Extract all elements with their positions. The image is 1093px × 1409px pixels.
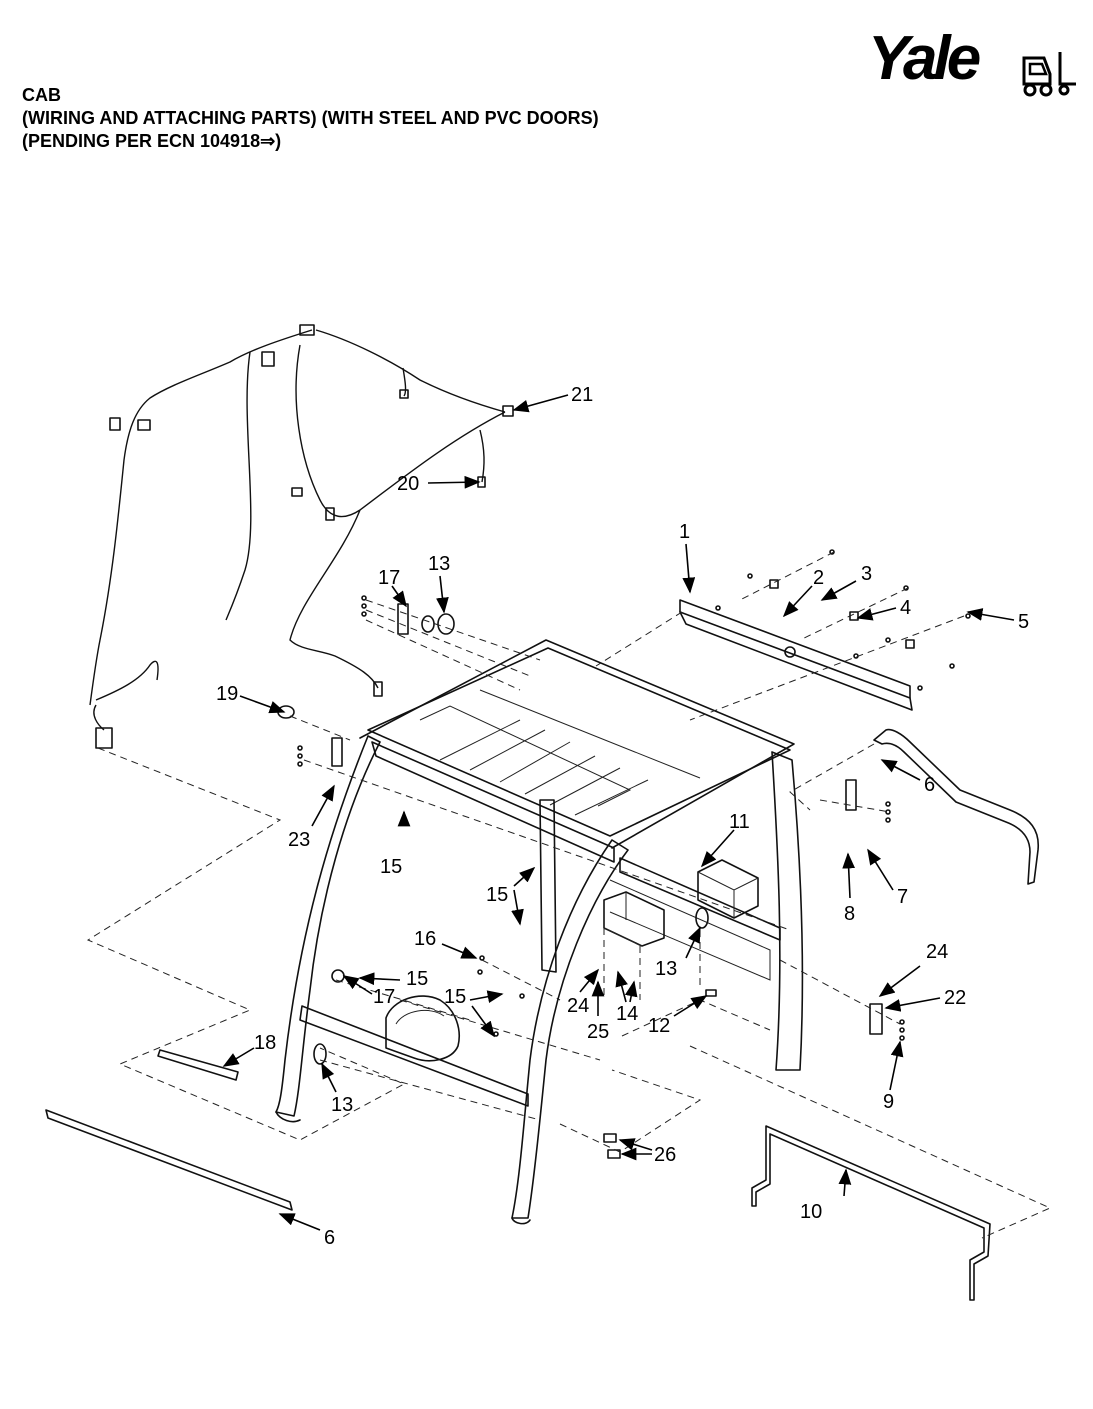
logo-text: Yale [868, 24, 981, 93]
harness-connector [399, 389, 409, 399]
callout-23: 23 [288, 829, 310, 851]
cab-frame [275, 639, 804, 1225]
harness-connector [299, 324, 315, 336]
wiring-harness [89, 324, 514, 749]
callout-13-middle: 13 [655, 958, 677, 980]
callout-4: 4 [900, 597, 911, 619]
callout-24-right: 24 [926, 941, 948, 963]
callout-26: 26 [654, 1144, 676, 1166]
callout-22: 22 [944, 987, 966, 1009]
callout-20: 20 [397, 473, 419, 495]
title-line-1: CAB [22, 85, 61, 105]
diagram-title: CAB (WIRING AND ATTACHING PARTS) (WITH S… [22, 84, 599, 153]
title-line-2: (WIRING AND ATTACHING PARTS) (WITH STEEL… [22, 108, 599, 128]
callout-14: 14 [616, 1003, 638, 1025]
callout-17-lower: 17 [373, 986, 395, 1008]
callout-24-left: 24 [567, 995, 589, 1017]
hinge-17-upper [397, 603, 455, 635]
title-line-3: (PENDING PER ECN 104918⇒) [22, 131, 282, 151]
callout-15-a: 15 [380, 856, 402, 878]
callout-11: 11 [729, 811, 750, 833]
support-rod-10 [751, 1125, 991, 1301]
callout-6-upper: 6 [924, 774, 935, 796]
callout-13-lower: 13 [331, 1094, 353, 1116]
pins-26 [603, 1133, 621, 1159]
callout-9: 9 [883, 1091, 894, 1113]
callout-19: 19 [216, 683, 238, 705]
callout-25: 25 [587, 1021, 609, 1043]
module-box-11 [697, 859, 759, 919]
callout-arrows [222, 394, 1015, 1231]
harness-connector [325, 507, 335, 521]
callout-2: 2 [813, 567, 824, 589]
callout-16: 16 [414, 928, 436, 950]
harness-connector [95, 727, 113, 749]
callout-5: 5 [1018, 611, 1029, 633]
callout-15-c: 15 [406, 968, 428, 990]
callout-8: 8 [844, 903, 855, 925]
callout-12: 12 [648, 1015, 670, 1037]
harness-connector [291, 487, 303, 497]
callout-10: 10 [800, 1201, 822, 1223]
callout-15-b: 15 [486, 884, 508, 906]
callout-21: 21 [571, 384, 593, 406]
callout-13-upper: 13 [428, 553, 450, 575]
callout-17-upper: 17 [378, 567, 400, 589]
harness-connector-20 [477, 476, 486, 488]
rear-header-bar [679, 599, 913, 711]
harness-connector [137, 419, 151, 431]
hinge-23 [277, 705, 343, 767]
forklift-icon [1022, 52, 1076, 97]
harness-connector [373, 681, 383, 697]
hinge-22 [845, 779, 883, 1035]
callout-18: 18 [254, 1032, 276, 1054]
harness-connector [261, 351, 275, 367]
callout-15-d: 15 [444, 986, 466, 1008]
callout-6-lower: 6 [324, 1227, 335, 1249]
yale-logo: Yale [868, 28, 1078, 98]
grab-bar-front [45, 1109, 293, 1211]
callout-1: 1 [679, 521, 690, 543]
sill-strip [157, 1049, 239, 1081]
grab-handle-rear [873, 728, 1039, 885]
callout-labels: 21 20 1 2 3 4 5 6 6 7 8 9 10 11 12 13 13… [216, 384, 1029, 1249]
harness-connector [109, 417, 121, 431]
callout-7: 7 [897, 886, 908, 908]
callout-3: 3 [861, 563, 872, 585]
harness-connector-21 [502, 405, 514, 417]
